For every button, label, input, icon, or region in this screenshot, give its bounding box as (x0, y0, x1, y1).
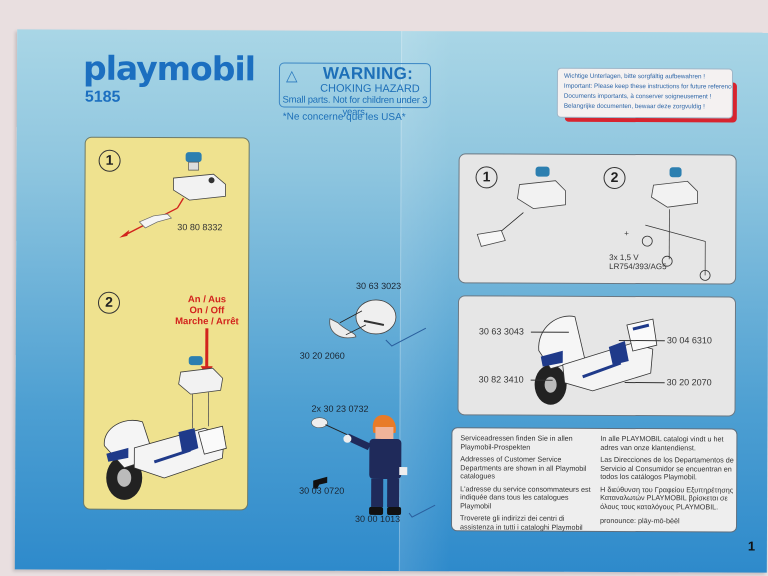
part-number-top-case: 30 04 6310 (666, 335, 712, 346)
service-text-nl: In alle PLAYMOBIL catalogi vindt u het a… (600, 433, 724, 452)
warning-footnote: *Ne concerne que les USA* (282, 111, 406, 124)
step-2-badge: 2 (97, 291, 121, 314)
part-number-figure: 30 00 1013 (355, 513, 401, 525)
model-number: 5185 (84, 88, 121, 106)
switch-label-en: On / Off (189, 305, 225, 317)
service-text-gr: Η διεύθυνση του Γραφείου Εξυπηρέτησης Κα… (600, 484, 734, 511)
keep-instructions-notice: Wichtige Unterlagen, bitte sorgfältig au… (556, 67, 737, 123)
leader-line (530, 379, 553, 381)
part-number-visor: 30 20 2060 (299, 350, 345, 361)
choking-warning: △ WARNING: CHOKING HAZARD Small parts. N… (278, 62, 432, 118)
leader-line (530, 331, 569, 333)
notice-line: Belangrijke documenten, bewaar deze zorg… (563, 102, 705, 111)
light-assembly-panel: 1 30 80 8332 2 An / Aus On / Off Marche … (83, 136, 250, 511)
instruction-sheet: playmobil 5185 △ WARNING: CHOKING HAZARD… (14, 29, 768, 573)
service-text-es: Las Direcciones de los Departamentos de … (600, 454, 734, 482)
switch-label-fr: Marche / Arrêt (175, 316, 239, 328)
battery-spec: 3x 1,5 V LR754/393/AG5 (609, 253, 666, 271)
warning-triangle-icon: △ (285, 67, 298, 85)
part-number-cover: 30 80 8332 (177, 222, 223, 233)
motorcycle-light-illustration (103, 328, 227, 500)
leader-line (618, 339, 665, 342)
service-text-fr: L'adresse du service consommateurs est i… (460, 483, 591, 510)
brand-logo: playmobil (82, 48, 256, 89)
helmet-visor-illustration (329, 299, 397, 339)
pen-checkmark (408, 504, 436, 518)
battery-diagram (476, 166, 711, 281)
notice-line: Important: Please keep these instruction… (563, 82, 734, 91)
notice-line: Wichtige Unterlagen, bitte sorgfältig au… (563, 72, 706, 81)
on-off-label: An / Aus On / Off Marche / Arrêt (167, 294, 247, 327)
part-number-windshield: 30 63 3043 (478, 326, 524, 337)
pen-checkmark (385, 327, 427, 347)
battery-type: LR754/393/AG5 (609, 261, 667, 272)
brand-block: playmobil 5185 (82, 48, 256, 108)
warning-title: WARNING: (322, 63, 414, 84)
light-unit-removal-illustration (119, 152, 226, 238)
part-number-gun: 30 03 0720 (299, 485, 345, 496)
battery-voltage: 3x 1,5 V (609, 252, 639, 263)
police-figure-illustration (311, 414, 408, 516)
police-motorcycle-illustration (534, 315, 658, 405)
leader-line (624, 382, 665, 384)
warning-subtitle: CHOKING HAZARD (320, 82, 420, 96)
part-number-body: 30 20 2070 (666, 377, 712, 388)
service-col-1: Serviceadressen finden Sie in allen Play… (459, 433, 596, 536)
service-col-2: In alle PLAYMOBIL catalogi vindt u het a… (600, 433, 736, 530)
service-text-it: Troverete gli indirizzi dei centri di as… (459, 513, 583, 532)
battery-replacement-panel: 1 2 + 3x 1,5 V LR754/393/AG5 (458, 153, 737, 285)
motorcycle-parts-panel: 30 63 3043 30 04 6310 30 82 3410 30 20 2… (457, 295, 737, 417)
part-number-front-wheel: 30 82 3410 (478, 374, 524, 385)
service-text-de: Serviceadressen finden Sie in allen Play… (460, 433, 573, 452)
customer-service-info: Serviceadressen finden Sie in allen Play… (450, 427, 738, 533)
pronunciation: pronounce: plāy-mō-bēēl (600, 515, 680, 526)
notice-box: Wichtige Unterlagen, bitte sorgfältig au… (556, 67, 734, 119)
notice-line: Documents importants, à conserver soigne… (563, 92, 712, 101)
service-text-en: Addresses of Customer Service Department… (460, 454, 587, 481)
page-number: 1 (747, 538, 756, 554)
switch-label-de: An / Aus (187, 294, 227, 306)
polarity-plus: + (624, 229, 629, 239)
